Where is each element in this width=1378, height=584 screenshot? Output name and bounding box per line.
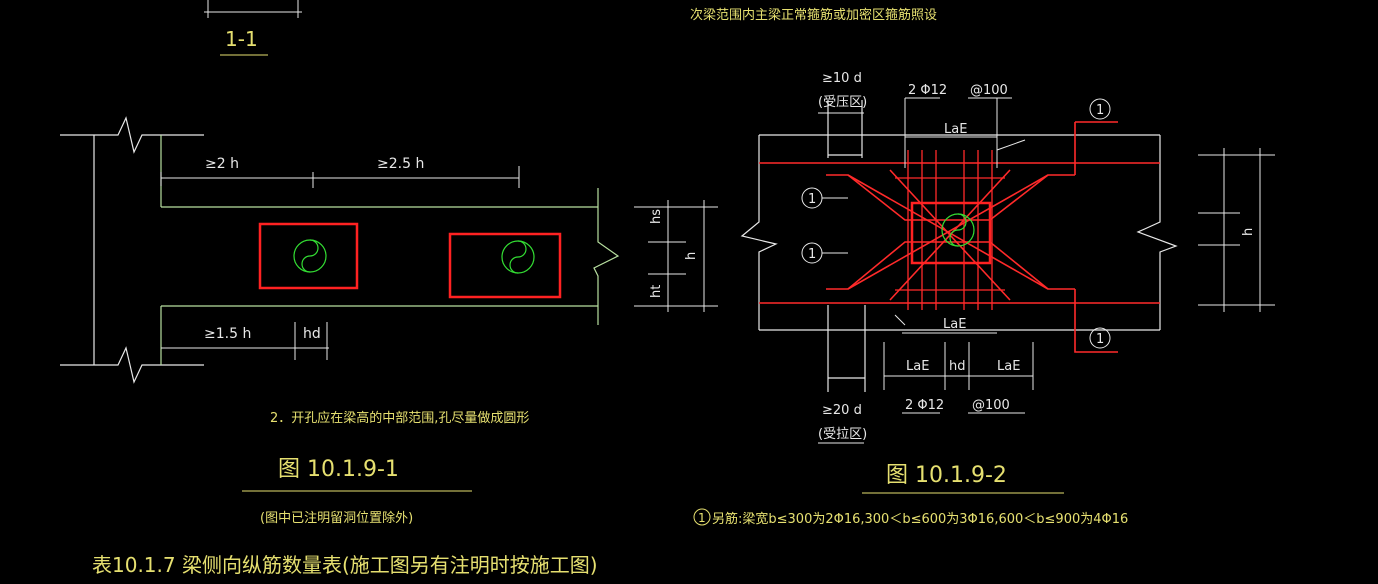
bar-mark-icon: 1 [801, 187, 848, 209]
dim-hd-left: hd [303, 326, 321, 342]
figure-10-1-9-2: 次梁范围内主梁正常箍筋或加密区箍筋照设 [690, 7, 1275, 527]
dimension-bottom-fig2 [818, 314, 1034, 444]
beam-outline [160, 135, 620, 365]
dim-2h: ≥2 h [205, 156, 239, 172]
bar-top: 2 Φ12 [908, 83, 947, 98]
fig1-note: 2．开孔应在梁高的中部范围,孔尽量做成圆形 [270, 410, 529, 426]
zone-compression: (受压区) [818, 95, 867, 110]
fig2-caption: 图 10.1.9-2 [886, 463, 1007, 488]
dim-1-5h: ≥1.5 h [204, 326, 251, 342]
svg-text:1: 1 [1096, 103, 1104, 118]
dimension-top-fig2 [818, 97, 1026, 168]
table-title: 表10.1.7 梁侧向纵筋数量表(施工图另有注明时按施工图) [92, 553, 598, 577]
fig2-top-note: 次梁范围内主梁正常箍筋或加密区箍筋照设 [690, 7, 937, 23]
dimension-right [634, 200, 718, 312]
opening-symbol-icon [501, 240, 535, 274]
dim-ht: ht [649, 285, 664, 298]
bar-mark-icon: 1 [801, 242, 848, 264]
dim-10d: ≥10 d [822, 71, 862, 86]
dim-20d: ≥20 d [822, 403, 862, 418]
hole-frame-fig2 [910, 201, 992, 265]
spacing-bottom: @100 [972, 398, 1010, 413]
dimension-bottom [161, 322, 329, 360]
dim-h-fig2: h [1241, 228, 1256, 236]
fig1-subcaption: (图中已注明留洞位置除外) [260, 511, 413, 526]
lae-right: LaE [997, 359, 1020, 374]
dim-h: h [684, 252, 699, 260]
hole-frame-2 [448, 232, 562, 299]
stirrups [895, 150, 1005, 310]
svg-text:1: 1 [808, 192, 816, 207]
spacing-top: @100 [970, 83, 1008, 98]
opening-symbol-icon [941, 213, 975, 247]
footnote-mark-icon: 1 [693, 508, 711, 526]
column-outline [60, 116, 204, 384]
bar-bottom: 2 Φ12 [905, 398, 944, 413]
bar-mark-icon: 1 [1089, 327, 1111, 349]
opening-symbol-icon [293, 239, 327, 273]
svg-text:1: 1 [1096, 332, 1104, 347]
svg-text:1: 1 [698, 511, 706, 525]
lae-top: LaE [944, 122, 967, 137]
lae-left: LaE [906, 359, 929, 374]
fig1-caption: 图 10.1.9-1 [278, 457, 399, 482]
dimension-top [160, 166, 520, 188]
section-1-1-remnant [204, 0, 302, 18]
dim-hs: hs [649, 209, 664, 224]
dimension-h-fig2 [1198, 148, 1275, 312]
svg-text:1: 1 [808, 247, 816, 262]
dim-2-5h: ≥2.5 h [377, 156, 424, 172]
fig2-footnote: 另筋:梁宽b≤300为2Φ16,300＜b≤600为3Φ16,600＜b≤900… [712, 511, 1128, 527]
dim-hd-fig2: hd [949, 359, 966, 374]
bar-mark-icon: 1 [1089, 98, 1111, 120]
hole-frame-1 [258, 222, 359, 290]
section-label: 1-1 [225, 27, 258, 51]
lae-mid: LaE [943, 317, 966, 332]
figure-10-1-9-1: 1-1 ≥2 h ≥2.5 h [60, 0, 718, 526]
zone-tension: (受拉区) [818, 427, 867, 442]
beam-outline-fig2 [740, 100, 1178, 392]
